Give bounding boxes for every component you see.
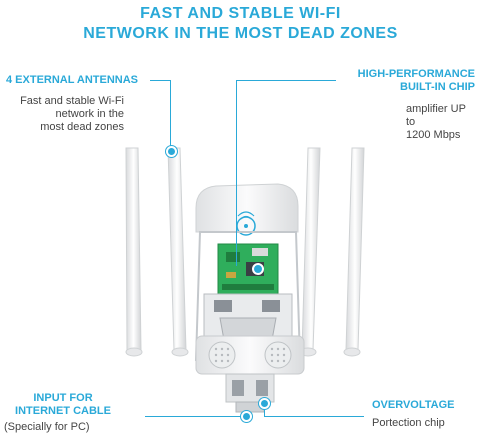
overvoltage-pointer-dot	[259, 398, 270, 409]
antenna-right-inner	[299, 147, 321, 357]
antennas-line-2: network in the	[55, 108, 124, 120]
antennas-description: Fast and stable Wi-Fi network in the mos…	[0, 95, 124, 134]
overvoltage-title: OVERVOLTAGE	[372, 399, 455, 411]
input-title-line-2: INTERNET CABLE	[15, 405, 111, 417]
overvoltage-line-1: Portection chip	[372, 417, 445, 429]
antennas-line-3: most dead zones	[40, 121, 124, 133]
device-top-cap	[195, 183, 299, 233]
antennas-line-1: Fast and stable Wi-Fi	[20, 95, 124, 107]
chip-dot	[252, 263, 264, 275]
chip-title-line-2: BUILT-IN CHIP	[400, 81, 475, 93]
antenna-left-outer	[125, 147, 143, 357]
input-pointer-dot	[241, 411, 252, 422]
input-line-1: (Specially for PC)	[4, 421, 90, 433]
headline-line-1: FAST AND STABLE WI-FI	[140, 5, 341, 22]
antenna-right-outer	[343, 147, 365, 357]
antennas-title: 4 EXTERNAL ANTENNAS	[6, 74, 139, 86]
antenna-pointer-dot	[166, 146, 177, 157]
chip-line-1: amplifier UP to	[406, 103, 466, 128]
antenna-left-inner	[167, 147, 189, 357]
headline-line-2: NETWORK IN THE MOST DEAD ZONES	[83, 25, 398, 42]
wifi-indicator-icon	[236, 211, 256, 236]
input-callout: INPUT FOR INTERNET CABLE (Specially for …	[4, 392, 144, 434]
input-title-line-1: INPUT FOR	[33, 392, 93, 404]
chip-title-line-1: HIGH-PERFORMANCE	[357, 68, 475, 80]
chip-callout: HIGH-PERFORMANCE BUILT-IN CHIP amplifier…	[340, 68, 475, 142]
overvoltage-callout: OVERVOLTAGE Portection chip	[372, 399, 477, 430]
chip-line-2: 1200 Mbps	[406, 129, 461, 141]
